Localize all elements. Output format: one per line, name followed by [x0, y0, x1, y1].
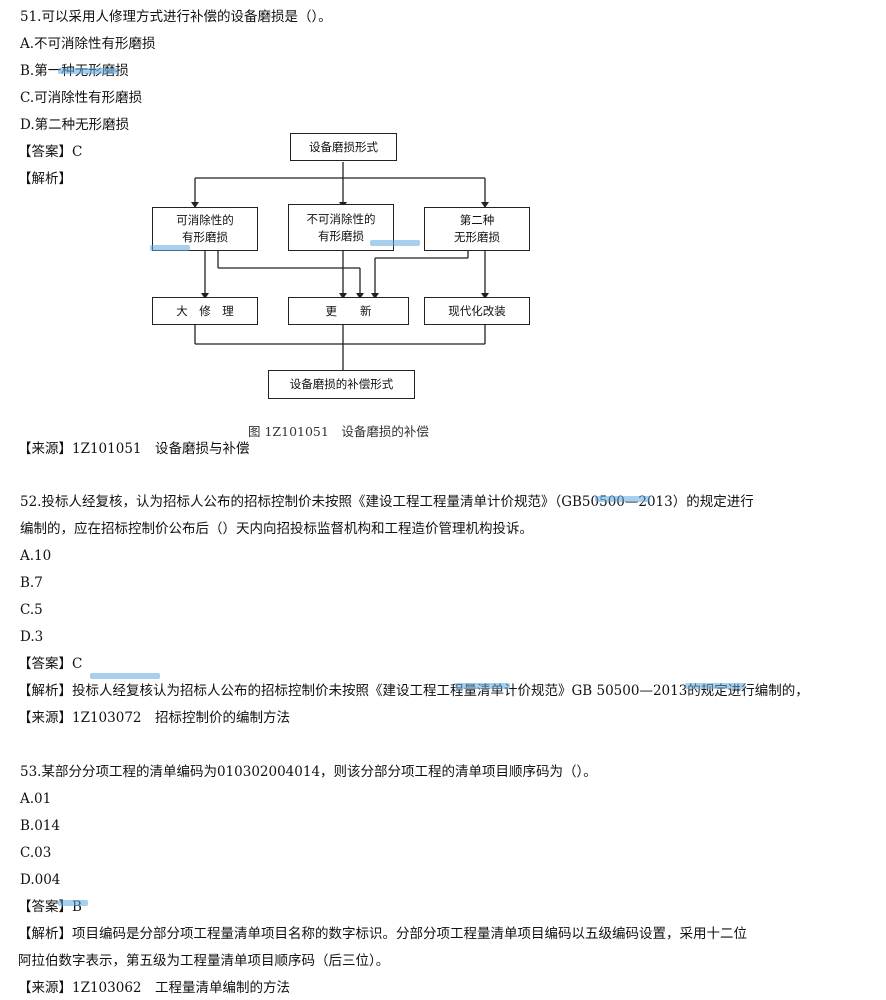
q53-analysis-line2: 阿拉伯数字表示，第五级为工程量清单项目顺序码（后三位）。 [18, 953, 390, 969]
q51-source: 【来源】1Z101051 设备磨损与补偿 [18, 441, 250, 457]
box-modernization: 现代化改装 [424, 297, 530, 325]
q52-answer: 【答案】C [18, 656, 83, 672]
q52-question-line2: 编制的，应在招标控制价公布后（）天内向招投标监督机构和工程造价管理机构投诉。 [20, 521, 533, 537]
box-renewal: 更 新 [288, 297, 409, 325]
watermark-mark [90, 673, 160, 679]
q52-option-b: B.7 [20, 575, 43, 591]
q51-option-c: C.可消除性有形磨损 [20, 90, 143, 106]
q51-option-d: D.第二种无形磨损 [20, 117, 130, 133]
q52-analysis: 【解析】投标人经复核认为招标人公布的招标控制价未按照《建设工程工程量清单计价规范… [18, 683, 809, 699]
q51-analysis: 【解析】 [18, 171, 72, 187]
box-eliminable-tangible-wear: 可消除性的 有形磨损 [152, 207, 258, 251]
q51-option-a: A.不可消除性有形磨损 [20, 36, 156, 52]
q52-option-a: A.10 [20, 548, 52, 564]
q51-answer: 【答案】C [18, 144, 83, 160]
wear-compensation-diagram: 设备磨损形式 可消除性的 有形磨损 不可消除性的 有形磨损 第二种 无形磨损 大… [150, 132, 535, 442]
watermark-mark [685, 683, 745, 689]
q53-option-b: B.014 [20, 818, 60, 834]
q53-analysis-line1: 【解析】项目编码是分部分项工程量清单项目名称的数字标识。分部分项工程量清单项目编… [18, 926, 747, 942]
box-compensation-forms: 设备磨损的补偿形式 [268, 370, 415, 399]
q52-question-line1: 52.投标人经复核，认为招标人公布的招标控制价未按照《建设工程工程量清单计价规范… [20, 494, 754, 510]
q52-source: 【来源】1Z103072 招标控制价的编制方法 [18, 710, 291, 726]
diagram-connectors [191, 162, 489, 370]
q52-option-d: D.3 [20, 629, 44, 645]
watermark-mark [595, 496, 650, 502]
q53-option-c: C.03 [20, 845, 52, 861]
box-second-intangible-wear: 第二种 无形磨损 [424, 207, 530, 251]
q53-option-a: A.01 [20, 791, 52, 807]
q53-source: 【来源】1Z103062 工程量清单编制的方法 [18, 980, 291, 996]
watermark-mark [455, 683, 510, 689]
q53-option-d: D.004 [20, 872, 61, 888]
watermark-mark [58, 900, 88, 906]
q52-option-c: C.5 [20, 602, 43, 618]
watermark-mark [370, 240, 420, 246]
watermark-mark [150, 245, 190, 251]
q51-question: 51.可以采用人修理方式进行补偿的设备磨损是（）。 [20, 9, 332, 25]
box-overhaul: 大 修 理 [152, 297, 258, 325]
q53-question: 53.某部分分项工程的清单编码为010302004014，则该分部分项工程的清单… [20, 764, 597, 780]
diagram-caption: 图 1Z101051 设备磨损的补偿 [248, 424, 429, 439]
box-wear-forms: 设备磨损形式 [290, 133, 397, 161]
watermark-mark [58, 68, 118, 74]
